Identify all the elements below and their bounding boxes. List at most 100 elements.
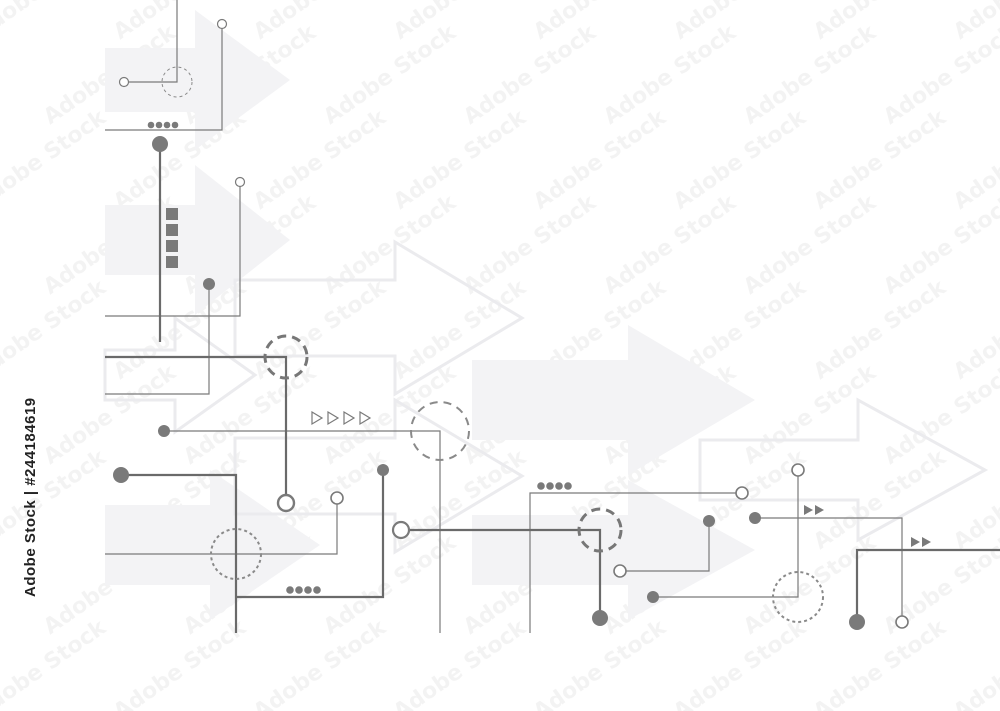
triangle-marker-icon	[359, 410, 372, 426]
circuit-node-icon	[849, 614, 865, 630]
watermark-text: Adobe Stock	[319, 20, 462, 130]
arrow-shape	[105, 165, 290, 315]
trace-line	[105, 24, 223, 131]
circuit-node-icon	[592, 610, 608, 626]
watermark-text: Adobe Stock	[0, 0, 112, 45]
watermark-text: Adobe Stock	[389, 615, 532, 711]
circuit-node-icon	[791, 463, 805, 477]
watermark-text: Adobe Stock	[109, 615, 252, 711]
circuit-node-icon	[113, 467, 129, 483]
dot-row	[286, 586, 321, 594]
circuit-node-icon	[152, 136, 168, 152]
watermark-text: Adobe Stock	[739, 190, 882, 300]
triangle-marker-icon	[815, 505, 824, 515]
arrow-shape	[105, 10, 290, 150]
dashed-ring-icon	[161, 66, 193, 98]
arrow-shape	[105, 470, 320, 620]
circuit-node-icon	[377, 464, 389, 476]
watermark-text: Adobe Stock	[319, 190, 462, 300]
dashed-ring-icon	[410, 401, 470, 461]
trace-line	[653, 470, 799, 598]
circuit-node-icon	[703, 515, 715, 527]
triangle-marker-icon	[327, 410, 340, 426]
dashed-ring-icon	[263, 334, 309, 380]
arrow-shape	[472, 325, 755, 475]
hollow-nodes	[118, 18, 909, 629]
watermark-text: Adobe Stock	[389, 0, 532, 45]
watermark-text: Adobe Stock	[949, 615, 1000, 711]
triangle-markers-filled	[804, 505, 931, 547]
watermark-text: Adobe Stock	[739, 20, 882, 130]
trace-line	[121, 473, 238, 633]
circuit-node-icon	[276, 493, 296, 513]
arrow-outline	[698, 397, 989, 543]
triangle-marker-icon	[343, 410, 356, 426]
trace-line	[105, 182, 241, 317]
circuit-node-icon	[118, 76, 130, 88]
trace-line	[236, 470, 385, 599]
dot-row	[537, 482, 572, 490]
watermark-text: Adobe Stock	[599, 20, 742, 130]
watermark-text: Adobe Stock	[249, 0, 392, 45]
circuit-node-icon	[613, 564, 627, 578]
dashed-rings	[161, 66, 824, 623]
trace-line	[124, 0, 178, 83]
watermark-text: Adobe Stock	[249, 105, 392, 215]
stock-id-label: Adobe Stock | #244184619	[22, 397, 39, 597]
watermark-text: Adobe Stock	[669, 0, 812, 45]
watermark-text: Adobe Stock	[809, 0, 952, 45]
filled-nodes	[113, 136, 865, 630]
watermark-text: Adobe Stock	[599, 190, 742, 300]
trace-line	[620, 521, 710, 572]
watermark-text: Adobe Stock	[949, 445, 1000, 555]
circuit-node-icon	[895, 615, 909, 629]
square-pad-icon	[166, 240, 178, 252]
circuit-node-icon	[735, 486, 749, 500]
circuit-node-icon	[391, 520, 411, 540]
trace-line	[401, 528, 602, 618]
arrow-shape	[472, 480, 755, 620]
trace-line	[164, 430, 441, 633]
circuit-node-icon	[234, 176, 246, 188]
watermark-text: Adobe Stock	[39, 360, 182, 470]
watermark-text: Adobe Stock	[809, 275, 952, 385]
watermark-text: Adobe Stock	[669, 615, 812, 711]
watermark-text: Adobe Stock	[459, 20, 602, 130]
triangle-marker-icon	[911, 537, 920, 547]
watermark-text: Adobe Stock	[529, 105, 672, 215]
dashed-ring-icon	[772, 571, 824, 623]
circuit-traces-bold	[105, 144, 1000, 633]
triangle-marker-icon	[804, 505, 813, 515]
square-pad-icon	[166, 208, 178, 220]
trace-line	[755, 517, 903, 622]
watermark-text: Adobe Stock	[949, 275, 1000, 385]
dot-row	[147, 121, 179, 129]
watermark-text: Adobe Stock	[249, 275, 392, 385]
dashed-ring-icon	[210, 528, 262, 580]
background-arrows	[105, 10, 755, 620]
circuit-node-icon	[158, 425, 170, 437]
watermark-text: Adobe Stock	[389, 105, 532, 215]
triangle-marker-icon	[311, 410, 324, 426]
circuit-node-icon	[749, 512, 761, 524]
arrow-outline	[233, 397, 525, 555]
watermark-text: Adobe Stock	[529, 0, 672, 45]
circuit-node-icon	[203, 278, 215, 290]
watermark-text: Adobe Stock	[669, 105, 812, 215]
circuit-node-icon	[216, 18, 228, 30]
square-pads	[166, 208, 178, 268]
trace-line	[105, 284, 210, 395]
dot-rows	[147, 121, 572, 594]
circuit-node-icon	[330, 491, 344, 505]
trace-line	[529, 492, 742, 633]
watermark-text: Adobe Stock	[809, 615, 952, 711]
square-pad-icon	[166, 224, 178, 236]
watermark-text: Adobe Stock	[459, 190, 602, 300]
watermark-text: Adobe Stock	[529, 615, 672, 711]
arrow-outline	[103, 315, 258, 435]
triangle-marker-icon	[922, 537, 931, 547]
trace-line	[855, 548, 1000, 622]
watermark-text: Adobe Stock	[809, 105, 952, 215]
circuit-traces	[105, 0, 903, 633]
